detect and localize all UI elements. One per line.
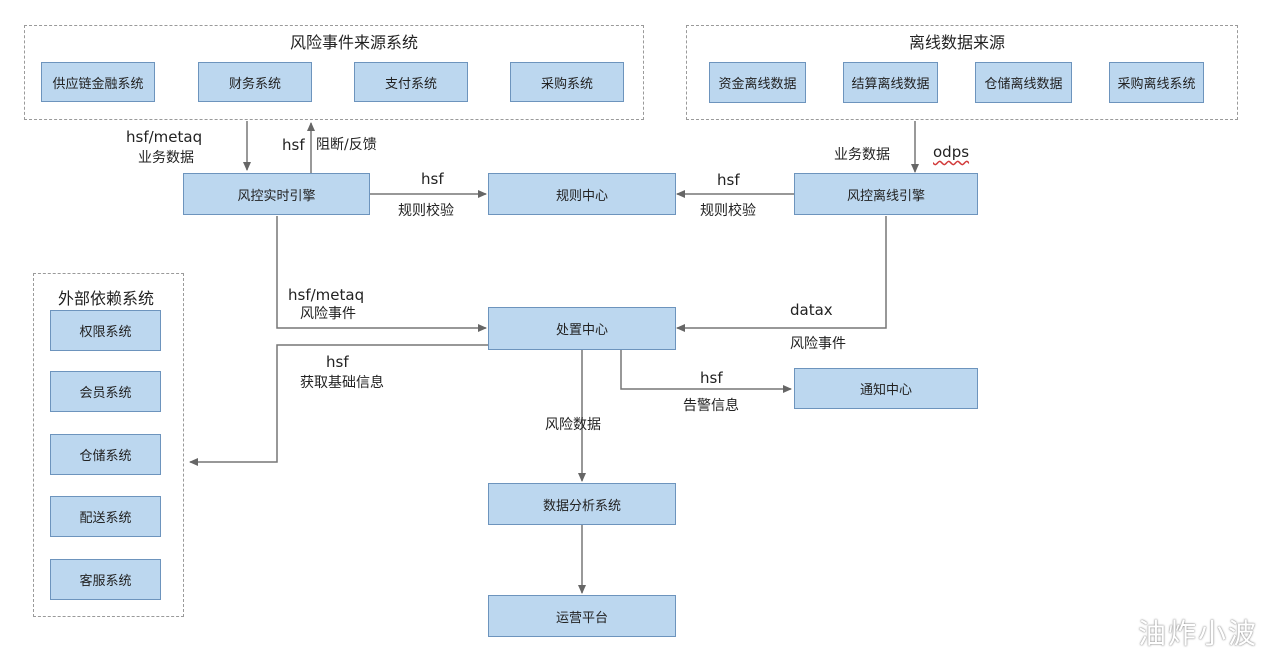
node-delivery-system[interactable]: 配送系统 xyxy=(50,496,161,537)
node-customer-service-system[interactable]: 客服系统 xyxy=(50,559,161,600)
watermark: 油炸小波 xyxy=(1137,617,1258,650)
label-block-feedback: 阻断/反馈 xyxy=(316,137,377,153)
node-funds-offline-data[interactable]: 资金离线数据 xyxy=(709,62,806,103)
node-finance-system[interactable]: 财务系统 xyxy=(198,62,312,102)
label-notify-protocol: hsf xyxy=(700,369,723,387)
edge-realtime-to-disposal xyxy=(276,216,487,332)
group-risk-event-source-title: 风险事件来源系统 xyxy=(290,33,419,52)
edge-disposal-to-external xyxy=(189,344,489,466)
node-member-system[interactable]: 会员系统 xyxy=(50,371,161,412)
group-offline-data-source xyxy=(686,25,1238,120)
node-realtime-risk-engine[interactable]: 风控实时引擎 xyxy=(183,173,370,215)
label-offline-rules-check: 规则校验 xyxy=(700,203,756,219)
label-offline-risk-event: 风险事件 xyxy=(790,336,846,352)
group-external-dependencies xyxy=(33,273,184,617)
label-external-protocol: hsf xyxy=(326,353,349,371)
label-notify-alert-info: 告警信息 xyxy=(683,398,739,414)
label-source-business-data: 业务数据 xyxy=(138,150,194,166)
node-warehouse-system[interactable]: 仓储系统 xyxy=(50,434,161,475)
node-permission-system[interactable]: 权限系统 xyxy=(50,310,161,351)
label-analysis-risk-data: 风险数据 xyxy=(545,417,601,433)
node-operations-platform[interactable]: 运营平台 xyxy=(488,595,676,637)
group-external-dependencies-title: 外部依赖系统 xyxy=(58,289,155,308)
edge-disposal-to-notify xyxy=(620,350,792,393)
label-offline-rules-protocol: hsf xyxy=(717,171,740,189)
node-settlement-offline-data[interactable]: 结算离线数据 xyxy=(843,62,938,103)
node-disposal-center[interactable]: 处置中心 xyxy=(488,307,676,350)
node-payment-system[interactable]: 支付系统 xyxy=(354,62,468,102)
edge-offline-engine-to-disposal xyxy=(676,216,887,332)
label-realtime-risk-event: 风险事件 xyxy=(300,306,356,322)
label-realtime-rules-protocol: hsf xyxy=(421,170,444,188)
label-offline-datax: datax xyxy=(790,301,833,319)
node-warehouse-offline-data[interactable]: 仓储离线数据 xyxy=(975,62,1072,103)
label-offline-odps: odps xyxy=(933,143,970,161)
node-notification-center[interactable]: 通知中心 xyxy=(794,368,978,409)
label-realtime-rules-check: 规则校验 xyxy=(398,203,454,219)
node-supply-chain-finance[interactable]: 供应链金融系统 xyxy=(41,62,155,102)
node-data-analysis-system[interactable]: 数据分析系统 xyxy=(488,483,676,525)
label-source-protocol: hsf/metaq xyxy=(126,128,203,146)
node-rules-center[interactable]: 规则中心 xyxy=(488,173,676,215)
label-realtime-disposal-protocol: hsf/metaq xyxy=(288,286,365,304)
label-block-protocol: hsf xyxy=(282,136,305,154)
node-offline-risk-engine[interactable]: 风控离线引擎 xyxy=(794,173,978,215)
node-procurement-system[interactable]: 采购系统 xyxy=(510,62,624,102)
label-offline-business-data: 业务数据 xyxy=(834,147,890,163)
group-offline-data-source-title: 离线数据来源 xyxy=(909,33,1006,52)
group-risk-event-source xyxy=(24,25,644,120)
node-procurement-offline-system[interactable]: 采购离线系统 xyxy=(1109,62,1204,103)
label-external-basic-info: 获取基础信息 xyxy=(300,375,384,391)
